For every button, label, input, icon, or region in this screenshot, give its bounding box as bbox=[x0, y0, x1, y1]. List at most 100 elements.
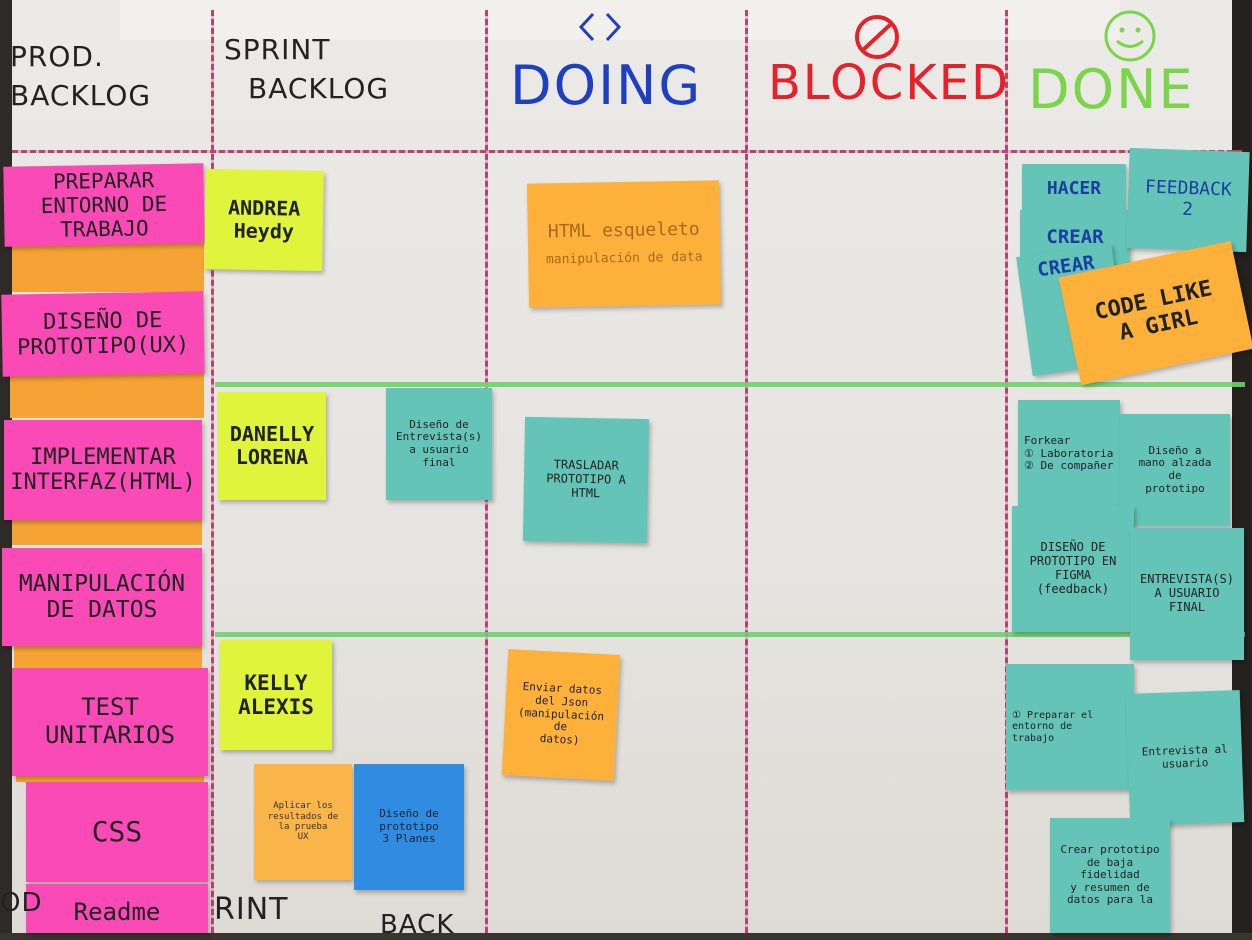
sprint-task-prototype-design[interactable]: Diseño de prototipo 3 Planes bbox=[354, 764, 464, 890]
team-member-name: ANDREA bbox=[227, 195, 301, 221]
swimlane-divider bbox=[215, 382, 1245, 387]
backlog-card-text: INTERFAZ(HTML) bbox=[10, 470, 196, 495]
sprint-task-ux-results[interactable]: Aplicar los resultados de la prueba UX bbox=[254, 764, 352, 880]
backlog-card-text: TRABAJO bbox=[59, 216, 149, 242]
blocked-header: BLOCKED bbox=[768, 55, 1011, 111]
task-text: HTML bbox=[571, 485, 601, 501]
task-text: mano alzada bbox=[1138, 456, 1212, 470]
done-task-entrevista-usuario-final[interactable]: ENTREVISTA(S) A USUARIO FINAL bbox=[1130, 528, 1244, 660]
team-member-name: LORENA bbox=[235, 445, 309, 469]
task-text: Forkear bbox=[1024, 434, 1071, 448]
task-text: ENTREVISTA(S) bbox=[1140, 572, 1234, 587]
backlog-card-prepare-environment[interactable]: PREPARAR ENTORNO DE TRABAJO bbox=[3, 163, 205, 247]
backlog-card-text: ENTORNO DE bbox=[40, 191, 168, 219]
backlog-card-implement-interface[interactable]: IMPLEMENTAR INTERFAZ(HTML) bbox=[4, 420, 202, 520]
prohibited-icon bbox=[855, 15, 899, 59]
smiley-icon bbox=[1104, 10, 1156, 62]
backlog-card-text: CSS bbox=[91, 814, 143, 848]
backlog-card-text: MANIPULACIÓN bbox=[18, 570, 186, 597]
sprint-task-interview-design[interactable]: Diseño de Entrevista(s) a usuario final bbox=[386, 388, 492, 500]
task-text: resultados de bbox=[267, 811, 339, 822]
task-text: (manipulación de bbox=[517, 705, 605, 734]
task-text: 3 Planes bbox=[382, 832, 436, 846]
backlog-card-data-manipulation[interactable]: MANIPULACIÓN DE DATOS bbox=[2, 548, 202, 646]
task-text: DISEÑO DE bbox=[1040, 540, 1106, 555]
team-note-danelly-lorena[interactable]: DANELLY LORENA bbox=[218, 392, 326, 500]
done-task-crear-prototipo[interactable]: Crear prototipo de baja fidelidad y resu… bbox=[1050, 818, 1170, 933]
task-text: FEEDBACK bbox=[1144, 176, 1233, 201]
backlog-card-css[interactable]: CSS bbox=[26, 782, 208, 882]
done-task-diseno-a-mano[interactable]: Diseño a mano alzada de prototipo bbox=[1120, 414, 1230, 526]
task-text: PROTOTIPO EN bbox=[1029, 554, 1117, 569]
task-text: Entrevista(s) bbox=[395, 430, 483, 444]
task-text: prototipo bbox=[1145, 481, 1205, 495]
backlog-card-readme[interactable]: Readme bbox=[26, 884, 208, 933]
prod-backlog-header: PROD. BACKLOG bbox=[10, 40, 152, 113]
task-text: UX bbox=[297, 832, 309, 843]
task-text: Diseño de bbox=[379, 807, 439, 821]
header-divider bbox=[12, 150, 1242, 153]
team-member-name: DANELLY bbox=[229, 422, 315, 446]
task-text: la prueba bbox=[278, 822, 328, 832]
task-text: FIGMA bbox=[1054, 568, 1092, 582]
done-task-forkear[interactable]: Forkear ① Laboratoria ② De compañer bbox=[1018, 400, 1120, 508]
swimlane-divider bbox=[215, 632, 1245, 637]
task-text: HACER bbox=[1046, 177, 1102, 199]
done-task-preparar-entorno[interactable]: ① Preparar el entorno de trabajo bbox=[1006, 664, 1134, 790]
team-member-name: Heydy bbox=[233, 218, 295, 244]
task-text: de baja fidelidad bbox=[1080, 855, 1140, 882]
task-text: Diseño a bbox=[1148, 443, 1202, 457]
backlog-card-prototype-design[interactable]: DISEÑO DE PROTOTIPO(UX) bbox=[1, 291, 205, 377]
task-text: Aplicar los bbox=[273, 801, 333, 812]
backlog-card-text: PREPARAR bbox=[52, 167, 155, 194]
task-text: entorno de bbox=[1012, 721, 1073, 733]
sprint-backlog-header: SPRINT BACKLOG bbox=[224, 33, 390, 106]
team-note-andrea-heydy[interactable]: ANDREA Heydy bbox=[204, 168, 324, 272]
task-text: ① Preparar el bbox=[1012, 709, 1094, 721]
code-brackets-icon bbox=[578, 12, 622, 42]
task-text: HTML esqueleto bbox=[547, 218, 700, 243]
team-member-name: KELLY bbox=[244, 670, 308, 695]
task-text: (feedback) bbox=[1036, 581, 1110, 596]
task-text: usuario bbox=[1161, 756, 1209, 771]
task-text: A USUARIO bbox=[1154, 586, 1220, 601]
paper-top-edge bbox=[120, 0, 1120, 40]
task-text: datos) bbox=[539, 731, 580, 747]
backlog-card-text: DISEÑO DE bbox=[42, 307, 163, 335]
task-text: 2 bbox=[1181, 198, 1194, 221]
done-task-feedback-2[interactable]: FEEDBACK 2 bbox=[1126, 147, 1250, 253]
backlog-card-text: IMPLEMENTAR bbox=[30, 444, 176, 470]
column-divider bbox=[1005, 10, 1008, 933]
task-text: Crear prototipo bbox=[1060, 842, 1160, 856]
team-member-name: ALEXIS bbox=[238, 695, 314, 719]
task-text: trabajo bbox=[1012, 732, 1055, 744]
team-note-kelly-alexis[interactable]: KELLY ALEXIS bbox=[220, 640, 332, 750]
task-text: Diseño de bbox=[409, 417, 469, 431]
backlog-card-text: PROTOTIPO(UX) bbox=[16, 332, 190, 361]
backlog-card-text: DE DATOS bbox=[46, 597, 158, 623]
task-text: manipulación de data bbox=[545, 249, 703, 268]
backlog-card-text: TEST bbox=[81, 693, 139, 722]
task-text: CREAR bbox=[1046, 226, 1104, 249]
column-divider bbox=[745, 10, 748, 933]
task-text: ① Laboratoria bbox=[1024, 446, 1114, 460]
doing-task-html-skeleton[interactable]: HTML esqueleto manipulación de data bbox=[526, 180, 722, 308]
bottom-strip-text: BACK bbox=[380, 910, 455, 940]
task-text: a usuario bbox=[409, 443, 469, 456]
task-text: FINAL bbox=[1168, 599, 1206, 614]
backlog-card-unit-tests[interactable]: TEST UNITARIOS bbox=[12, 668, 208, 776]
doing-task-send-json[interactable]: Enviar datos del Json (manipulación de d… bbox=[501, 649, 621, 781]
task-text: y resumen de bbox=[1070, 880, 1150, 894]
bottom-strip-text: RINT bbox=[214, 892, 289, 927]
task-text: prototipo bbox=[379, 819, 439, 833]
done-header: DONE bbox=[1028, 58, 1195, 121]
task-text: ② De compañer bbox=[1024, 459, 1114, 473]
backlog-card-text: UNITARIOS bbox=[44, 721, 176, 749]
task-text: final bbox=[422, 455, 456, 469]
done-task-entrevista-al-usuario[interactable]: Entrevista al usuario bbox=[1125, 690, 1245, 826]
done-task-hacer[interactable]: HACER bbox=[1022, 164, 1126, 214]
bottom-strip-text: OD bbox=[0, 888, 43, 918]
doing-task-translate-prototype[interactable]: TRASLADAR PROTOTIPO A HTML bbox=[522, 416, 650, 544]
backlog-card-text: Readme bbox=[73, 898, 161, 927]
done-task-diseno-figma[interactable]: DISEÑO DE PROTOTIPO EN FIGMA (feedback) bbox=[1012, 506, 1134, 632]
